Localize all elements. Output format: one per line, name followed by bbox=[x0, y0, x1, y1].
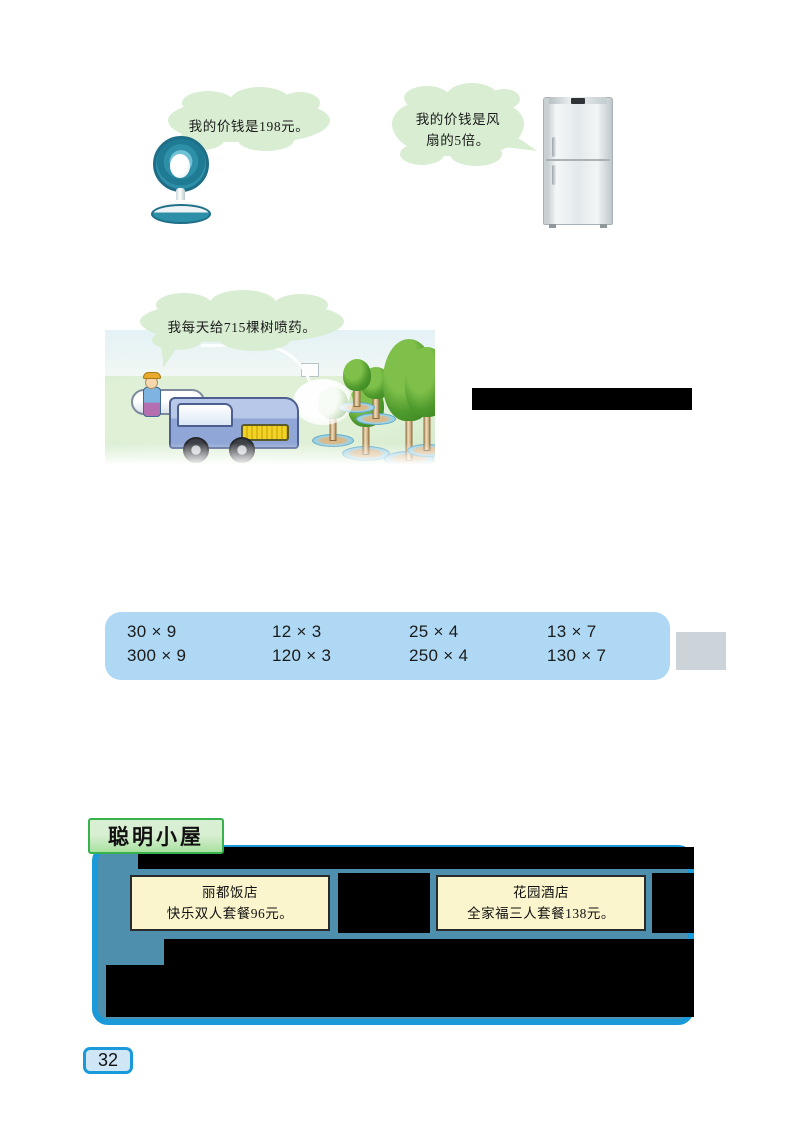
bubble-lobe bbox=[488, 89, 520, 109]
fan-base bbox=[151, 204, 211, 224]
bubble-text-truck-trees: 我每天给715棵树喷药。 bbox=[167, 320, 317, 335]
bubble-lobe bbox=[210, 290, 276, 317]
exercise-item: 300 × 9 bbox=[127, 646, 187, 665]
exercise-item: 120 × 3 bbox=[272, 646, 332, 665]
bubble-text-line-2: 扇的5倍。 bbox=[426, 133, 490, 148]
exercise-item: 13 × 7 bbox=[547, 622, 597, 641]
restaurant-card: 花园酒店 全家福三人套餐138元。 bbox=[436, 875, 646, 931]
bubble-text-fridge-price: 我的价钱是风 扇的5倍。 bbox=[416, 112, 501, 148]
bubble-lobe bbox=[400, 143, 444, 165]
truck-cab-window bbox=[177, 403, 233, 427]
refrigerator-icon bbox=[543, 97, 613, 228]
exercise-item: 30 × 9 bbox=[127, 622, 177, 641]
restaurant-name: 丽都饭店 bbox=[202, 885, 258, 900]
exercise-grid: 30 × 9 12 × 3 25 × 4 13 × 7 300 × 9 120 … bbox=[105, 612, 670, 680]
bubble-lobe bbox=[152, 330, 202, 350]
fridge-handle-upper bbox=[552, 137, 556, 157]
redacted-block bbox=[338, 873, 430, 933]
redacted-block bbox=[472, 388, 692, 410]
restaurant-name: 花园酒店 bbox=[513, 885, 569, 900]
exercise-box: 30 × 9 12 × 3 25 × 4 13 × 7 300 × 9 120 … bbox=[105, 612, 670, 680]
bubble-lobe bbox=[182, 91, 234, 115]
redacted-block bbox=[164, 939, 694, 965]
exercise-item: 250 × 4 bbox=[409, 646, 469, 665]
orchard-tree bbox=[405, 345, 435, 457]
speech-bubble-truck-trees: 我每天给715棵树喷药。 bbox=[140, 290, 344, 370]
bubble-lobe bbox=[404, 86, 450, 110]
restaurant-detail: 快乐双人套餐96元。 bbox=[166, 906, 294, 921]
tree-canopy bbox=[405, 347, 435, 417]
fridge-body bbox=[543, 97, 613, 225]
fridge-handle-lower bbox=[552, 165, 556, 185]
fan-neck bbox=[176, 188, 185, 210]
exercise-item: 130 × 7 bbox=[547, 646, 607, 665]
page-number: 32 bbox=[83, 1047, 133, 1074]
worker-body bbox=[143, 387, 161, 417]
redacted-block bbox=[138, 847, 694, 869]
fridge-foot bbox=[600, 224, 607, 228]
bubble-lobe bbox=[450, 142, 502, 166]
fridge-display-panel bbox=[571, 98, 585, 104]
speech-bubble-fridge-price: 我的价钱是风 扇的5倍。 bbox=[392, 83, 541, 166]
redacted-block bbox=[652, 873, 694, 933]
orchard-tree bbox=[337, 357, 377, 413]
fridge-door-divider bbox=[546, 159, 610, 161]
spray-truck-orchard-illustration bbox=[105, 330, 435, 465]
fan-hub bbox=[170, 154, 190, 178]
redacted-block bbox=[676, 632, 726, 670]
bubble-text-fan-price: 我的价钱是198元。 bbox=[188, 119, 310, 134]
bubble-tail bbox=[499, 129, 541, 161]
tree-canopy bbox=[343, 359, 371, 391]
bubble-lobe bbox=[220, 329, 290, 351]
bubble-lobe bbox=[274, 294, 328, 316]
fridge-foot bbox=[549, 224, 556, 228]
worker-cap bbox=[143, 372, 161, 379]
restaurant-detail: 全家福三人套餐138元。 bbox=[467, 906, 615, 921]
exercise-item: 25 × 4 bbox=[409, 622, 459, 641]
smart-house-title: 聪明小屋 bbox=[88, 818, 224, 854]
electric-fan-icon bbox=[143, 136, 219, 228]
redacted-block bbox=[106, 965, 694, 1017]
truck-grille bbox=[241, 424, 289, 441]
bubble-text-line-1: 我的价钱是风 bbox=[415, 112, 501, 127]
exercise-item: 12 × 3 bbox=[272, 622, 322, 641]
speech-bubble-fan-price: 我的价钱是198元。 bbox=[168, 87, 330, 166]
illustration-fade bbox=[105, 443, 435, 465]
smart-house-section: 聪明小屋 丽都饭店 快乐双人套餐96元。 花园酒店 全家福三人套餐138元。 bbox=[88, 818, 694, 1025]
bubble-lobe bbox=[238, 129, 294, 151]
restaurant-card: 丽都饭店 快乐双人套餐96元。 bbox=[130, 875, 330, 931]
bubble-lobe bbox=[156, 293, 212, 317]
bubble-lobe bbox=[280, 92, 320, 114]
